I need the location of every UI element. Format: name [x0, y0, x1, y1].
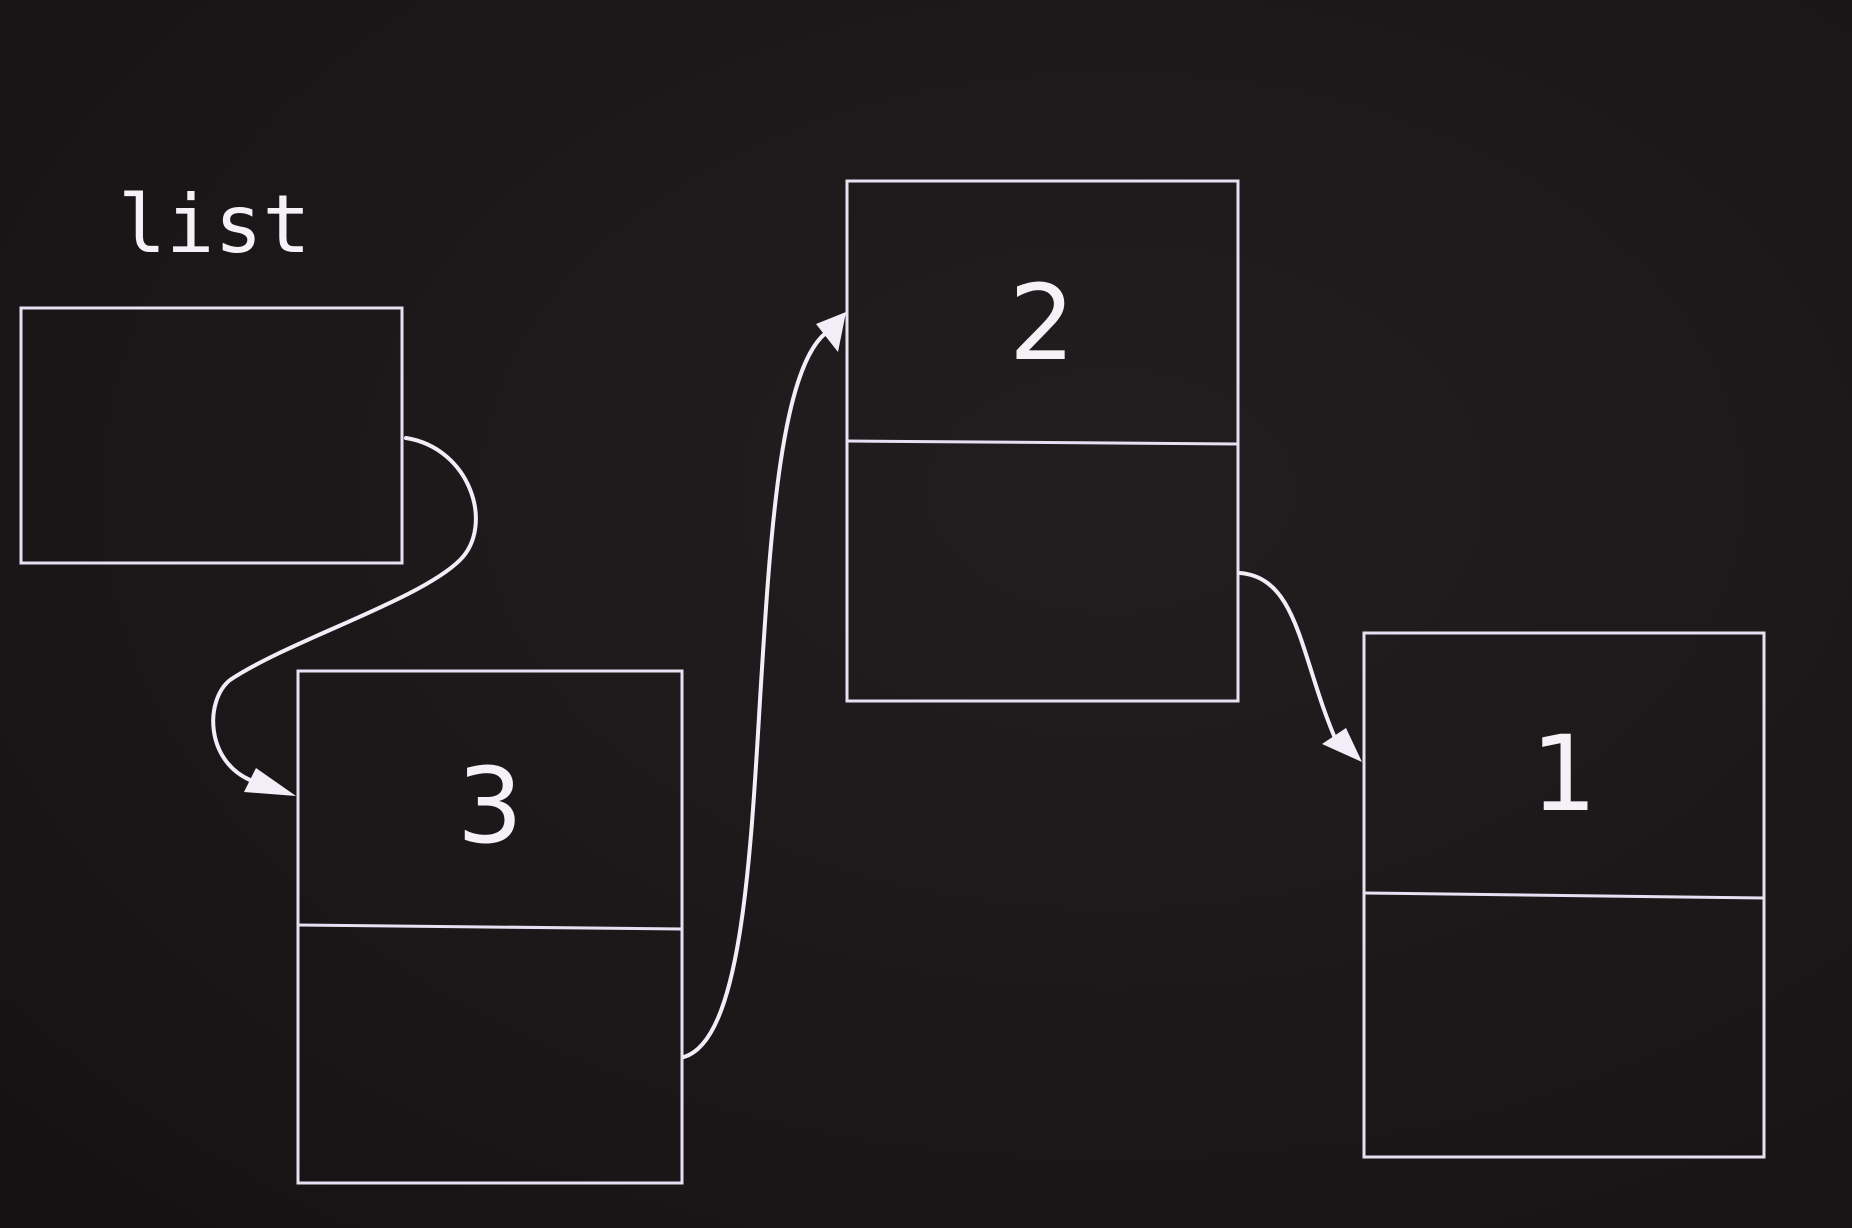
node-3-divider	[297, 923, 683, 931]
arrow-list-to-node-3-head	[244, 768, 296, 796]
list-pointer-box	[19, 306, 404, 565]
node-1-divider	[1363, 891, 1765, 900]
node-1: 1	[1362, 631, 1766, 1159]
node-2-value: 2	[1009, 262, 1075, 384]
node-3: 3	[296, 669, 684, 1185]
list-variable-label: list	[118, 178, 311, 271]
arrow-node-2-to-node-1	[1238, 571, 1340, 747]
node-1-box	[1362, 631, 1766, 1159]
arrow-node-3-to-node-2	[682, 328, 832, 1059]
node-2-divider	[846, 439, 1239, 446]
arrow-node-3-to-node-2-head	[816, 312, 846, 352]
arrow-node-2-to-node-1-head	[1322, 728, 1362, 762]
node-2: 2	[845, 179, 1240, 703]
arrow-list-to-node-3	[211, 436, 478, 782]
node-1-value: 1	[1531, 713, 1597, 835]
node-3-box	[296, 669, 684, 1185]
node-3-value: 3	[457, 745, 523, 867]
